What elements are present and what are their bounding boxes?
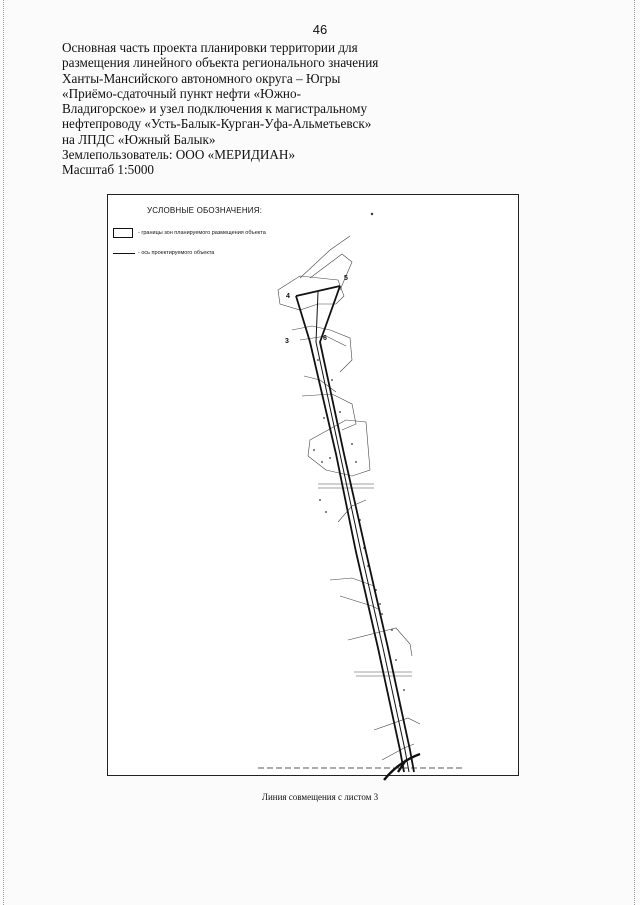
title-line: размещения линейного объекта регионально… bbox=[62, 55, 379, 71]
junction-road bbox=[383, 752, 421, 781]
right-page-edge bbox=[634, 0, 635, 905]
title-line: Владигорское» и узел подключения к магис… bbox=[62, 101, 368, 117]
projected-axis bbox=[315, 291, 410, 773]
map-frame bbox=[107, 194, 519, 776]
point-label-3: 3 bbox=[285, 338, 289, 345]
left-page-edge bbox=[3, 0, 4, 905]
legend-title: УСЛОВНЫЕ ОБОЗНАЧЕНИЯ: bbox=[147, 206, 263, 215]
scale-line: Масштаб 1:5000 bbox=[62, 162, 155, 178]
placement-zone-boundary bbox=[295, 285, 415, 773]
zone-boundary-legend-swatch bbox=[113, 228, 133, 238]
point-label-6: 6 bbox=[323, 335, 327, 342]
terrain-dots bbox=[313, 212, 405, 707]
axis-legend-label: - ось проектируемого объекта bbox=[138, 250, 215, 256]
land-user-line: Землепользователь: ООО «МЕРИДИАН» bbox=[62, 147, 296, 163]
zone-boundary-legend-label: - границы зон планируемого размещения об… bbox=[138, 230, 266, 236]
point-label-4: 4 bbox=[286, 293, 290, 300]
document-title: Основная часть проекта планировки террит… bbox=[62, 40, 382, 178]
title-line: нефтепроводу «Усть-Балык-Курган-Уфа-Альм… bbox=[62, 116, 372, 132]
title-line: Основная часть проекта планировки террит… bbox=[62, 40, 358, 55]
parcel-contours bbox=[277, 235, 421, 761]
title-line: на ЛПДС «Южный Балык» bbox=[62, 131, 216, 147]
title-line: «Приёмо-сдаточный пункт нефти «Южно- bbox=[62, 85, 301, 101]
page-number: 46 bbox=[312, 22, 328, 37]
point-label-5: 5 bbox=[344, 275, 348, 282]
axis-legend-swatch bbox=[113, 253, 135, 254]
title-line: Ханты-Мансийского автономного округа – Ю… bbox=[62, 70, 341, 86]
match-line-caption: Линия совмещения с листом 3 bbox=[261, 792, 379, 802]
